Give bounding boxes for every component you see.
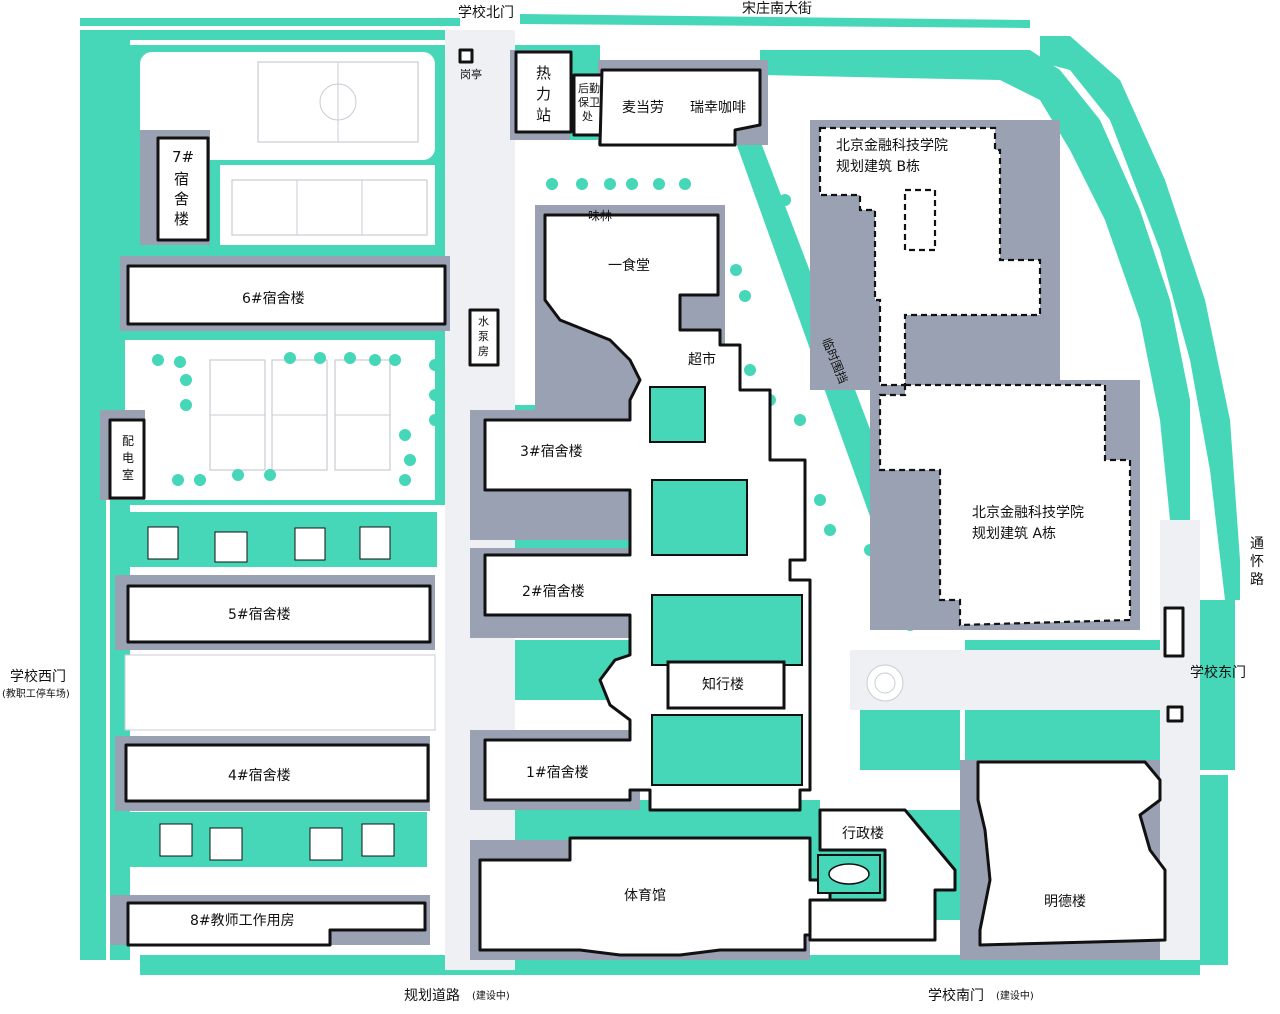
power-room-label-3: 室 xyxy=(122,467,134,482)
dorm6-label: 6#宿舍楼 xyxy=(242,290,305,307)
paths xyxy=(445,30,1200,970)
east-road-label-1: 通 xyxy=(1250,536,1264,552)
dorm7-label-4: 楼 xyxy=(174,210,189,228)
admin-label: 行政楼 xyxy=(842,826,884,842)
dorm7-label-1: 7# xyxy=(172,148,194,166)
heating-station-label-2: 力 xyxy=(536,85,551,103)
north-street-label: 宋庄南大街 xyxy=(742,0,812,17)
solid-buildings xyxy=(108,48,1185,957)
west-gate-note: (教职工停车场) xyxy=(2,687,70,700)
street-labels: 学校北门 宋庄南大街 通 怀 路 学校西门 (教职工停车场) 规划道路 (建设中… xyxy=(2,0,1264,1004)
luckin-label: 瑞幸咖啡 xyxy=(690,100,746,116)
south-gate-label: 学校南门 xyxy=(928,987,984,1004)
pump-room-label-3: 房 xyxy=(478,345,489,358)
logistics-label-1: 后勤 xyxy=(578,82,600,95)
building-labels: 岗亭 热 力 站 后勤 保卫 处 麦当劳 瑞幸咖啡 7# 宿 舍 楼 6#宿舍楼… xyxy=(122,64,1086,929)
dorm8-label: 8#教师工作用房 xyxy=(190,913,295,929)
canteen1-label: 一食堂 xyxy=(608,257,650,274)
north-gate-label: 学校北门 xyxy=(458,4,514,21)
weilin-label: 味林 xyxy=(588,209,612,223)
power-room-label-1: 配 xyxy=(122,434,134,448)
supermarket-label: 超市 xyxy=(688,351,716,368)
zhixing-label: 知行楼 xyxy=(702,676,744,693)
dorm2-label: 2#宿舍楼 xyxy=(522,583,585,600)
bfti-a-label-1: 北京金融科技学院 xyxy=(972,505,1084,521)
mingde-label: 明德楼 xyxy=(1044,894,1086,910)
guard-post-label: 岗亭 xyxy=(460,67,482,81)
west-gate-label: 学校西门 xyxy=(10,668,66,685)
dorm3-label: 3#宿舍楼 xyxy=(520,443,583,460)
logistics-label-2: 保卫 xyxy=(578,95,600,109)
dorm5-label: 5#宿舍楼 xyxy=(228,606,291,623)
planned-road-label: 规划道路 xyxy=(404,988,460,1004)
pump-room-label-2: 泵 xyxy=(478,330,489,343)
planned-buildings xyxy=(818,126,1132,627)
bfti-a-label-2: 规划建筑 A栋 xyxy=(972,525,1056,542)
gym-label: 体育馆 xyxy=(624,888,666,904)
logistics-label-3: 处 xyxy=(582,110,593,123)
south-gate-note: (建设中) xyxy=(996,989,1034,1002)
east-gate-label: 学校东门 xyxy=(1190,664,1246,681)
bfti-b-label-2: 规划建筑 B栋 xyxy=(836,158,920,175)
bfti-b-label-1: 北京金融科技学院 xyxy=(836,138,948,154)
west-courts-area xyxy=(112,330,445,867)
power-room-label-2: 电 xyxy=(122,451,134,465)
planned-road-note: (建设中) xyxy=(472,989,510,1002)
dorm7-label-2: 宿 xyxy=(174,170,189,188)
mcdonalds-label: 麦当劳 xyxy=(622,100,664,116)
heating-station-label-1: 热 xyxy=(536,64,551,82)
heating-station-label-3: 站 xyxy=(536,106,551,124)
pump-room-label-1: 水 xyxy=(478,315,489,328)
dorm4-label: 4#宿舍楼 xyxy=(228,767,291,784)
dorm7-label-3: 舍 xyxy=(174,190,189,208)
dorm1-label: 1#宿舍楼 xyxy=(526,764,589,781)
east-road-label-2: 怀 xyxy=(1250,554,1264,570)
east-road-label-3: 路 xyxy=(1250,572,1264,588)
